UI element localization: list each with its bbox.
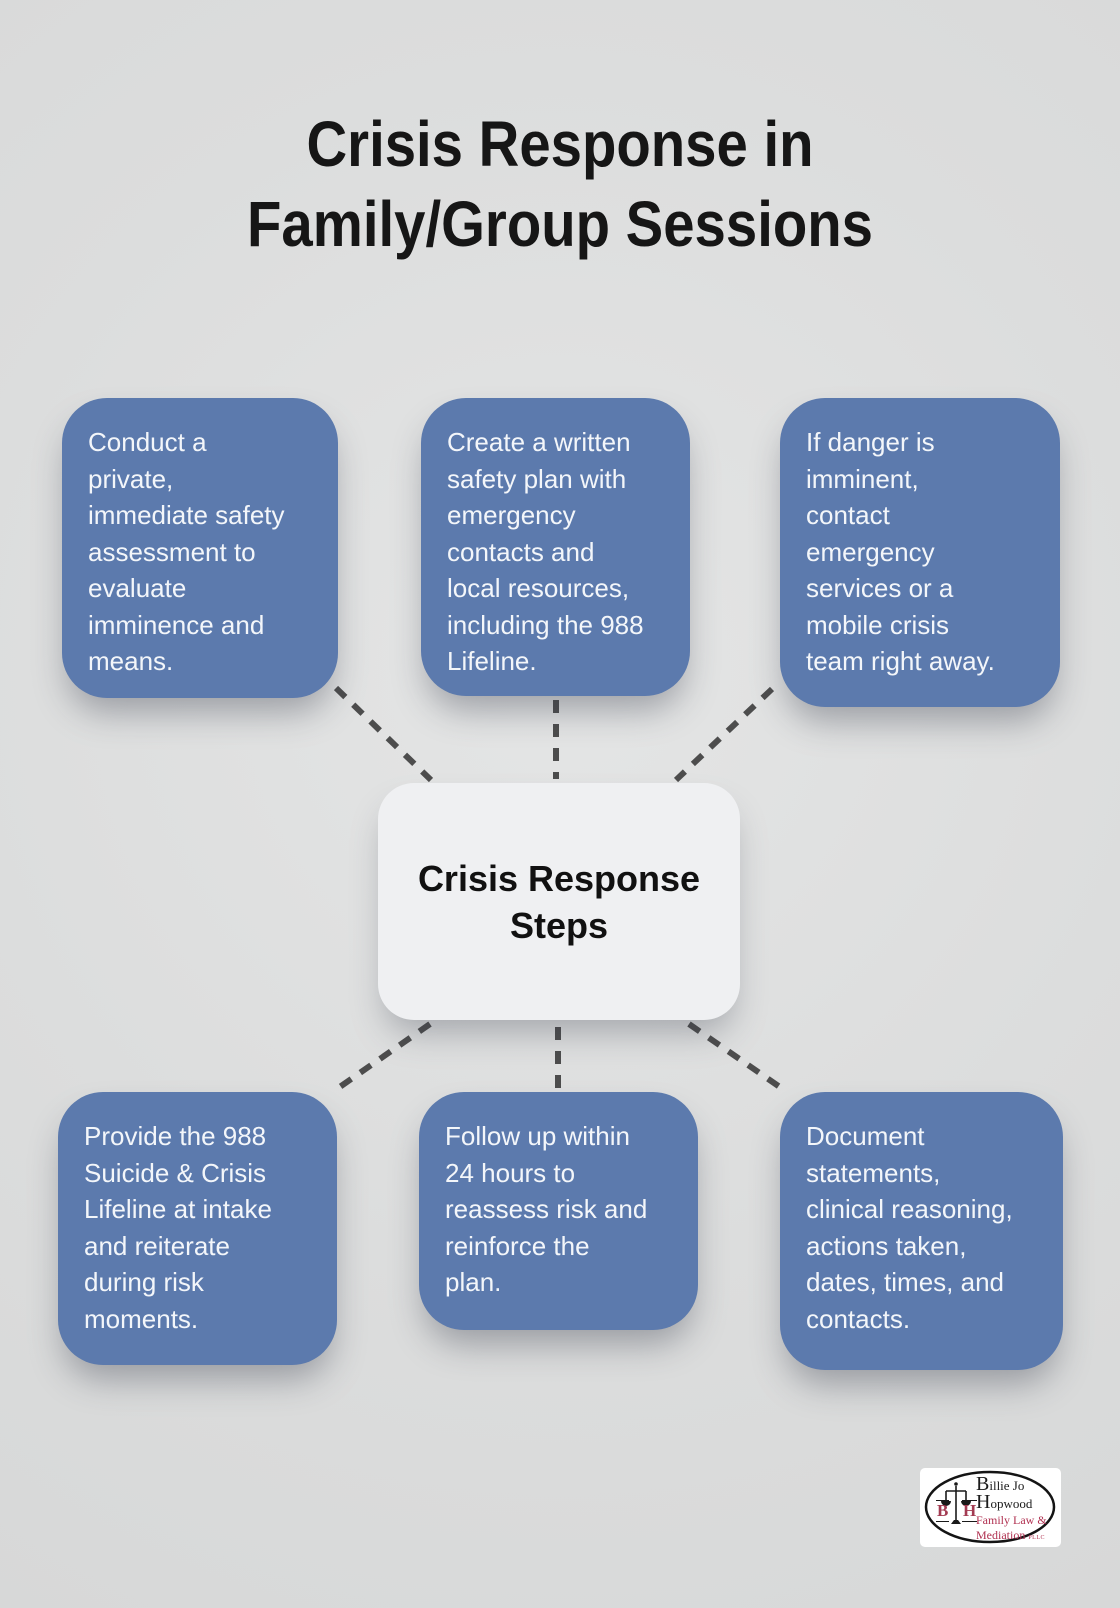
central-node-label: Crisis Response Steps: [417, 857, 701, 946]
connector-bottom-right: [687, 1021, 789, 1095]
step-text-safety-assessment: Conduct a private, immediate safety asse…: [88, 427, 285, 676]
logo-tagline-mediation: Mediation: [976, 1528, 1026, 1542]
step-card-follow-up: Follow up within 24 hours to reassess ri…: [419, 1092, 698, 1330]
step-card-safety-assessment: Conduct a private, immediate safety asse…: [62, 398, 338, 698]
logo-name-line-2: Hopwood: [976, 1491, 1033, 1513]
logo-tagline-line-1: Family Law &: [976, 1513, 1047, 1527]
logo-monogram-b: B: [936, 1500, 950, 1522]
logo-text-block: Billie Jo Hopwood Family Law & Mediation…: [976, 1476, 1058, 1545]
step-text-imminent-danger: If danger is imminent, contact emergency…: [806, 427, 995, 676]
step-text-documentation: Document statements, clinical reasoning,…: [806, 1121, 1013, 1334]
step-card-written-safety-plan: Create a written safety plan with emerge…: [421, 398, 690, 696]
logo-tagline-line-2: Mediation PLLC: [976, 1529, 1058, 1545]
logo-ellipse: [924, 1470, 1056, 1544]
logo-name-line-1: Billie Jo: [976, 1473, 1025, 1495]
logo-monogram-h: H: [962, 1500, 978, 1522]
logo-billie-jo-hopwood: B H Billie Jo Hopwood Family Law & Media…: [920, 1468, 1061, 1547]
step-card-988-lifeline: Provide the 988 Suicide & Crisis Lifelin…: [58, 1092, 337, 1365]
step-card-imminent-danger: If danger is imminent, contact emergency…: [780, 398, 1060, 707]
logo-ellipse-and-scales-icon: [924, 1470, 1056, 1544]
title-line-2: Family/Group Sessions: [247, 188, 873, 260]
connector-bottom-left: [332, 1021, 432, 1094]
central-node: Crisis Response Steps: [378, 783, 740, 1020]
title-line-1: Crisis Response in: [306, 108, 814, 180]
step-text-988-lifeline: Provide the 988 Suicide & Crisis Lifelin…: [84, 1121, 272, 1334]
step-text-written-safety-plan: Create a written safety plan with emerge…: [447, 427, 644, 676]
connector-top-left: [333, 685, 434, 783]
step-card-documentation: Document statements, clinical reasoning,…: [780, 1092, 1063, 1370]
page-title: Crisis Response in Family/Group Sessions: [67, 104, 1053, 264]
scales-of-justice-icon: [941, 1482, 971, 1524]
logo-suffix-pllc: PLLC: [1028, 1535, 1045, 1541]
connector-top-right: [673, 686, 775, 783]
step-text-follow-up: Follow up within 24 hours to reassess ri…: [445, 1121, 648, 1297]
